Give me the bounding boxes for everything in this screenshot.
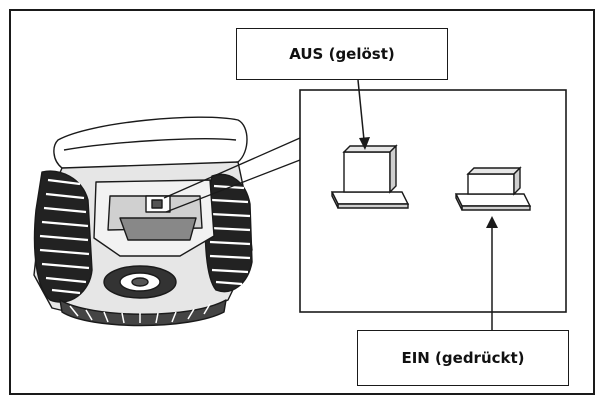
arrow-off-head <box>359 137 370 150</box>
front-bumper <box>59 299 227 327</box>
right-wheel <box>204 173 253 293</box>
label-off-released: AUS (gelöst) <box>236 28 448 80</box>
switch-on-base <box>454 193 532 207</box>
switch-on-button <box>467 173 515 195</box>
switch-on-pressed <box>454 166 532 211</box>
switch-off-base <box>330 191 410 205</box>
switch-off-button <box>343 151 391 193</box>
robotic-mower-illustration <box>33 116 253 327</box>
label-on-pressed: EIN (gedrückt) <box>357 330 569 386</box>
left-wheel <box>33 170 93 303</box>
callout-line-top <box>163 137 301 199</box>
mower-lid <box>53 116 248 170</box>
callout-line-bottom <box>165 159 301 213</box>
switch-off-released <box>330 144 410 209</box>
outer-frame <box>9 9 595 395</box>
arrow-on-head <box>486 216 498 228</box>
arrow-off-line <box>357 79 365 141</box>
